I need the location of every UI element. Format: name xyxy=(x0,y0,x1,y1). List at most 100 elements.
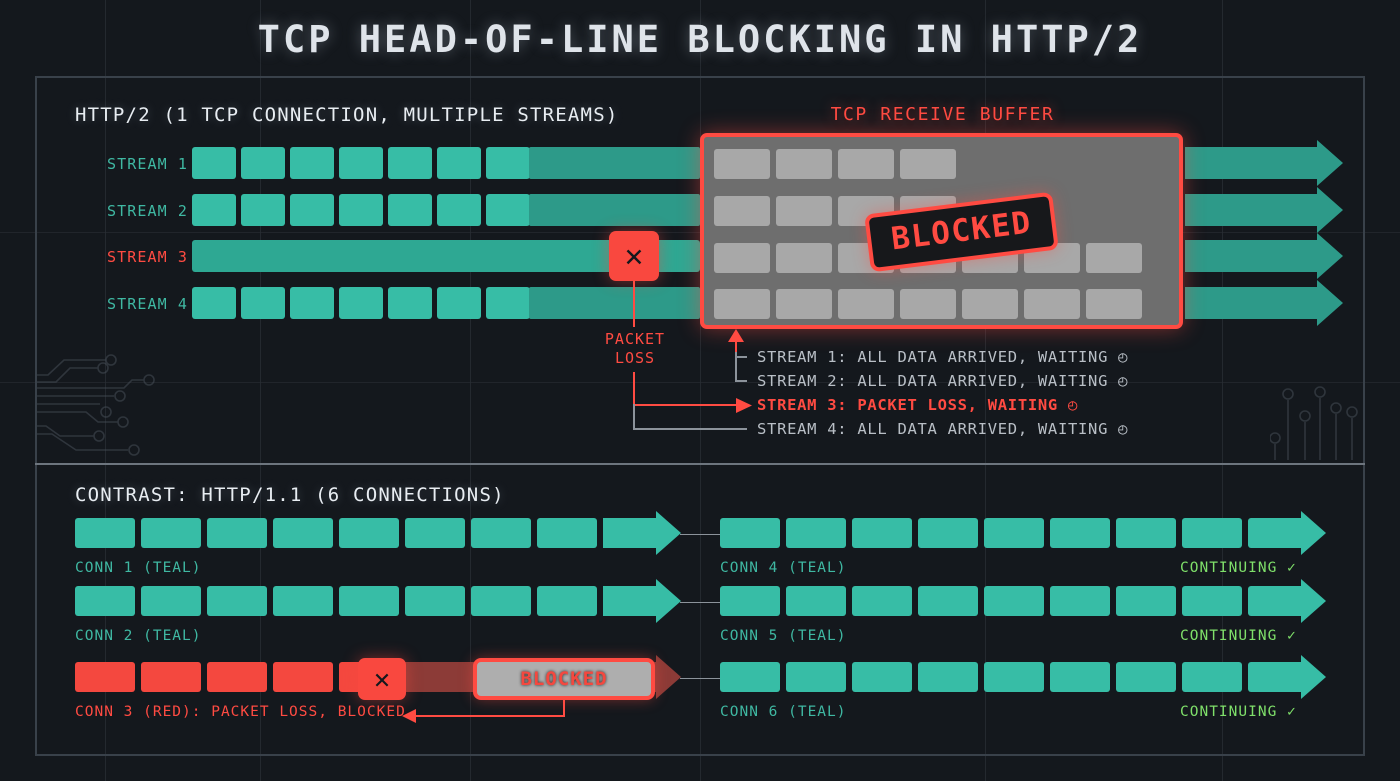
connection-packet xyxy=(471,586,531,616)
connection-packet xyxy=(1116,586,1176,616)
connection-packet xyxy=(1050,518,1110,548)
buffer-cell xyxy=(776,149,832,179)
legend-bracket-1 xyxy=(735,356,747,358)
connection-label: CONN 2 (TEAL) xyxy=(75,628,202,644)
grid-line xyxy=(700,0,701,781)
connection-status: CONTINUING ✓ xyxy=(1180,628,1297,644)
grid-line xyxy=(985,0,986,781)
packet-loss-label: PACKET LOSS xyxy=(575,330,695,368)
buffer-cell xyxy=(838,289,894,319)
stream-packet xyxy=(339,287,383,319)
status-text: CONTINUING xyxy=(1180,704,1288,720)
clock-icon: ◴ xyxy=(1118,372,1129,390)
connection-packet xyxy=(207,518,267,548)
stream-packet xyxy=(241,194,285,226)
arrow-head xyxy=(1317,280,1343,326)
tcp-receive-buffer: BLOCKED xyxy=(700,133,1183,329)
packet-loss-connector xyxy=(633,281,635,327)
connection-label: CONN 3 (RED): PACKET LOSS, BLOCKED xyxy=(75,704,406,720)
stream-continuous-bar xyxy=(529,147,700,179)
buffer-cell xyxy=(714,289,770,319)
connection-tail xyxy=(603,518,656,548)
connection-packet xyxy=(273,586,333,616)
stream-packet xyxy=(241,147,285,179)
arrow-head xyxy=(1317,187,1343,233)
http2-section-heading: HTTP/2 (1 TCP CONNECTION, MULTIPLE STREA… xyxy=(75,104,619,126)
arrow-shaft xyxy=(1185,147,1317,179)
blocked-arrow-icon xyxy=(402,709,416,723)
connection-packet xyxy=(786,518,846,548)
connection-packet xyxy=(1050,586,1110,616)
connection-packet xyxy=(207,586,267,616)
connection-packet xyxy=(141,518,201,548)
col-link-1 xyxy=(680,534,720,535)
connection-label: CONN 4 (TEAL) xyxy=(720,560,847,576)
connection-packet xyxy=(141,662,201,692)
connection-label: CONN 5 (TEAL) xyxy=(720,628,847,644)
legend-text: STREAM 4: ALL DATA ARRIVED, WAITING xyxy=(757,420,1119,438)
connection-packet xyxy=(1182,518,1242,548)
grid-line xyxy=(0,382,1400,383)
stream-packet xyxy=(437,194,481,226)
connection-packet xyxy=(537,518,597,548)
page-title: TCP HEAD-OF-LINE BLOCKING IN HTTP/2 xyxy=(257,18,1143,61)
legend-text: STREAM 2: ALL DATA ARRIVED, WAITING xyxy=(757,372,1119,390)
connection-packet xyxy=(75,662,135,692)
connection-packet xyxy=(471,518,531,548)
stream-packet xyxy=(192,287,236,319)
connection-packet xyxy=(207,662,267,692)
stream-output-arrow-4 xyxy=(1185,280,1345,326)
packet-loss-line2: LOSS xyxy=(614,349,656,367)
connection-packet xyxy=(918,586,978,616)
connection-packet xyxy=(1116,518,1176,548)
stream-packet xyxy=(388,147,432,179)
col-link-2 xyxy=(680,602,720,603)
connection-label: CONN 6 (TEAL) xyxy=(720,704,847,720)
stream-packet xyxy=(241,287,285,319)
connection-status: CONTINUING ✓ xyxy=(1180,704,1297,720)
legend-bracket-4 xyxy=(633,428,747,430)
stream-packet xyxy=(339,194,383,226)
connection-status: CONTINUING ✓ xyxy=(1180,560,1297,576)
clock-icon: ◴ xyxy=(1118,420,1129,438)
legend-row-4: STREAM 4: ALL DATA ARRIVED, WAITING ◴ xyxy=(757,420,1128,438)
stream-packet xyxy=(437,147,481,179)
connection-packet xyxy=(1050,662,1110,692)
stream-continuous-bar xyxy=(529,287,700,319)
connection-packet xyxy=(405,586,465,616)
loss-arrow-icon xyxy=(736,398,752,413)
connection-packet xyxy=(1248,662,1308,692)
connection-arrow-head xyxy=(1301,655,1326,699)
buffer-cell xyxy=(962,289,1018,319)
col-link-3 xyxy=(680,678,720,679)
connection-packet xyxy=(984,586,1044,616)
stream-continuous-bar xyxy=(529,194,700,226)
connection-tail xyxy=(603,586,656,616)
stream-track-4 xyxy=(192,287,700,319)
buffer-cell xyxy=(776,243,832,273)
connection-arrow-head xyxy=(1301,511,1326,555)
connection-arrow-head xyxy=(656,655,681,699)
stream-packet xyxy=(290,147,334,179)
buffer-cell xyxy=(714,149,770,179)
grid-line xyxy=(260,0,261,781)
packet-loss-line1: PACKET xyxy=(604,330,666,348)
arrow-shaft xyxy=(1185,240,1317,272)
stream-packet xyxy=(290,194,334,226)
connection-track xyxy=(720,579,1326,623)
stream-output-arrow-2 xyxy=(1185,187,1345,233)
arrow-shaft xyxy=(1185,287,1317,319)
stream-packet xyxy=(486,147,530,179)
connection-arrow-head xyxy=(656,511,681,555)
connection-packet xyxy=(1116,662,1176,692)
buffer-cell xyxy=(1086,243,1142,273)
connection-arrow-head xyxy=(656,579,681,623)
stream-track-1 xyxy=(192,147,700,179)
connection-packet xyxy=(75,586,135,616)
buffer-cell xyxy=(900,149,956,179)
diagram-frame xyxy=(35,76,1365,756)
stream-packet xyxy=(486,287,530,319)
grid-line xyxy=(1222,0,1223,781)
status-text: CONTINUING xyxy=(1180,628,1288,644)
connection-packet xyxy=(405,518,465,548)
